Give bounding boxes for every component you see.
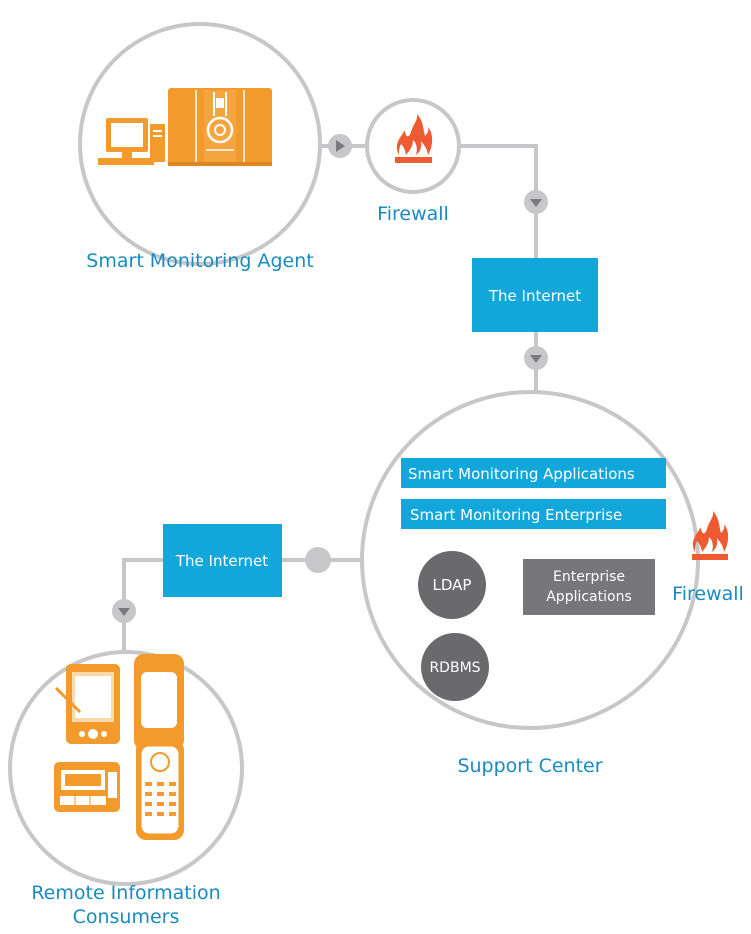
firewall-right-label: Firewall (672, 583, 744, 605)
arrow-down-icon (524, 346, 548, 370)
support-center-label: Support Center (457, 755, 602, 777)
rdbms-label: RDBMS (429, 660, 480, 676)
enterprise-bar-label: Smart Monitoring Enterprise (410, 506, 622, 524)
instrument-icon (168, 88, 272, 166)
internet-left-label: The Internet (175, 552, 268, 570)
pager-icon (54, 762, 120, 812)
arrow-down-icon (524, 190, 548, 214)
enterprise-applications-label-line1: Enterprise (553, 569, 625, 585)
enterprise-bar (401, 499, 666, 529)
enterprise-applications-label-line2: Applications (546, 589, 632, 605)
desktop-computer-icon (98, 118, 165, 165)
agent-label: Smart Monitoring Agent (86, 250, 313, 272)
internet-left-node (163, 524, 282, 597)
firewall-node (365, 98, 461, 194)
flip-phone-icon (134, 654, 184, 840)
ldap-label: LDAP (433, 576, 472, 594)
connector-dot-icon (305, 547, 331, 573)
enterprise-applications-box (523, 559, 655, 615)
arrow-dots (112, 134, 548, 623)
firewall-top-label: Firewall (377, 203, 449, 225)
agent-node (78, 22, 322, 266)
pda-icon (54, 664, 120, 744)
consumers-label-line2: Consumers (73, 906, 180, 928)
internet-top-label: The Internet (488, 287, 581, 305)
flame-wall-icon (692, 511, 729, 560)
applications-bar (401, 458, 666, 488)
applications-bar-label: Smart Monitoring Applications (408, 465, 635, 483)
flame-wall-icon (395, 114, 433, 163)
rdbms-icon (421, 633, 489, 701)
ldap-icon (418, 551, 486, 619)
consumers-label-line1: Remote Information (31, 882, 220, 904)
support-center-node (360, 390, 700, 730)
arrow-right-icon (328, 134, 352, 158)
internet-top-node (472, 258, 598, 332)
consumers-node (8, 650, 244, 886)
arrow-down-icon (112, 599, 136, 623)
